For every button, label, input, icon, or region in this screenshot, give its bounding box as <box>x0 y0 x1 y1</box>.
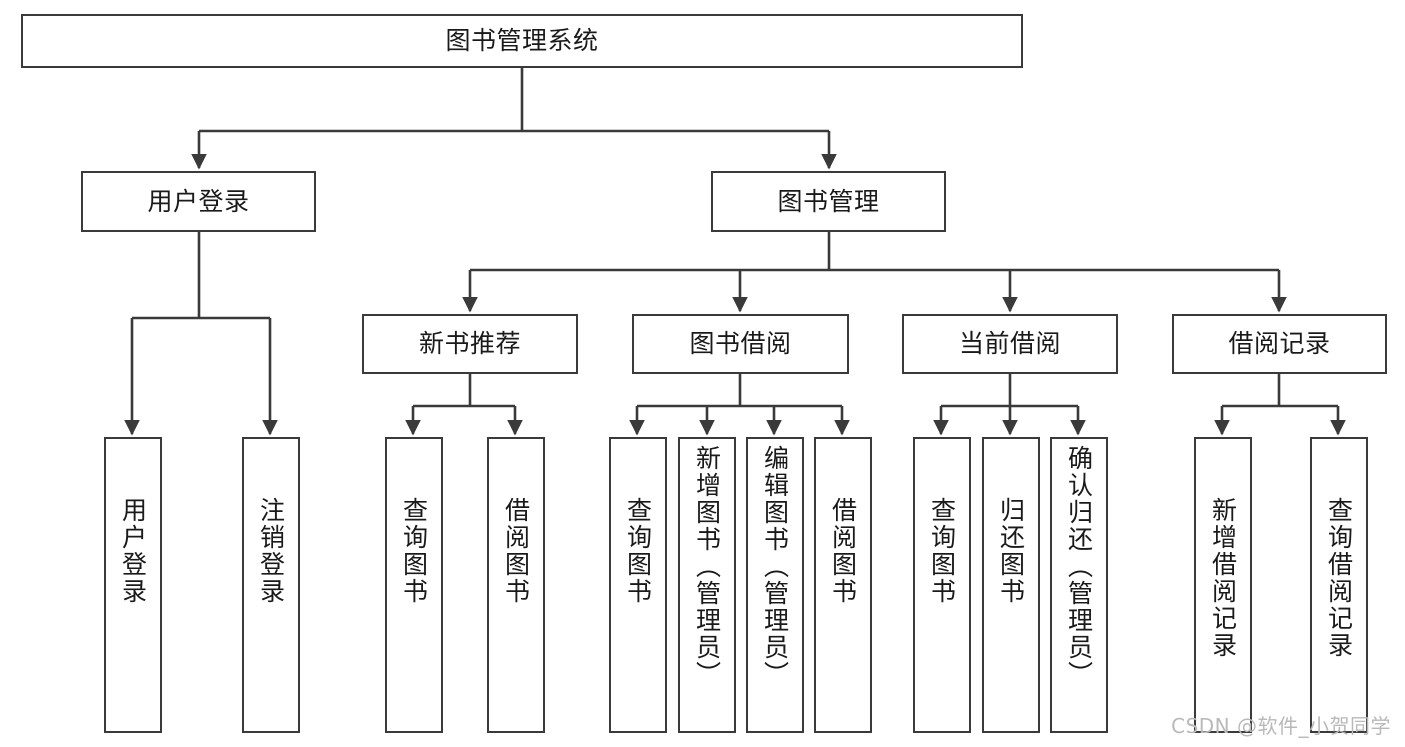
node-leaf-rec-query2[interactable]: 查询借阅记录 <box>1310 437 1368 733</box>
node-leaf-user-logout[interactable]: 注销登录 <box>242 437 300 733</box>
node-new-book-rec-label: 新书推荐 <box>418 329 521 358</box>
node-leaf-cur-query[interactable]: 查询图书 <box>913 437 971 733</box>
node-book-manage[interactable]: 图书管理 <box>711 171 946 232</box>
node-leaf-rec-add-label: 新增借阅记录 <box>1208 497 1238 659</box>
node-leaf-cur-query-label: 查询图书 <box>927 497 957 605</box>
node-leaf-rec-query2-label: 查询借阅记录 <box>1324 497 1354 659</box>
node-root-label: 图书管理系统 <box>445 26 599 55</box>
node-leaf-user-login[interactable]: 用户登录 <box>104 437 162 733</box>
node-leaf-borrow-do-label: 借阅图书 <box>828 497 858 605</box>
node-book-manage-label: 图书管理 <box>777 186 880 216</box>
node-leaf-borrow-add-label: 新增图书（管理员） <box>692 445 722 688</box>
node-leaf-borrow-do[interactable]: 借阅图书 <box>814 437 872 733</box>
node-leaf-cur-confirm-label: 确认归还（管理员） <box>1064 445 1094 688</box>
node-leaf-user-login-label: 用户登录 <box>118 497 148 605</box>
node-leaf-cur-return[interactable]: 归还图书 <box>982 437 1040 733</box>
node-leaf-borrow-edit[interactable]: 编辑图书（管理员） <box>746 437 804 733</box>
node-borrow-record[interactable]: 借阅记录 <box>1172 314 1387 374</box>
node-leaf-borrow-query-label: 查询图书 <box>623 497 653 605</box>
node-leaf-rec-query-label: 查询图书 <box>399 497 429 605</box>
node-leaf-cur-return-label: 归还图书 <box>996 497 1026 605</box>
node-current-borrow[interactable]: 当前借阅 <box>902 314 1118 374</box>
node-leaf-borrow-edit-label: 编辑图书（管理员） <box>760 445 790 688</box>
node-leaf-rec-query[interactable]: 查询图书 <box>385 437 443 733</box>
node-leaf-rec-borrow-label: 借阅图书 <box>501 497 531 605</box>
node-book-borrow-label: 图书借阅 <box>689 329 792 358</box>
node-user-login[interactable]: 用户登录 <box>81 171 316 232</box>
node-leaf-user-logout-label: 注销登录 <box>256 497 286 605</box>
node-borrow-record-label: 借阅记录 <box>1228 329 1331 358</box>
node-leaf-borrow-query[interactable]: 查询图书 <box>609 437 667 733</box>
node-root[interactable]: 图书管理系统 <box>21 14 1023 68</box>
node-current-borrow-label: 当前借阅 <box>958 329 1061 358</box>
node-user-login-label: 用户登录 <box>147 186 250 216</box>
node-new-book-rec[interactable]: 新书推荐 <box>362 314 578 374</box>
node-leaf-cur-confirm[interactable]: 确认归还（管理员） <box>1050 437 1108 733</box>
node-leaf-rec-borrow[interactable]: 借阅图书 <box>487 437 545 733</box>
node-leaf-borrow-add[interactable]: 新增图书（管理员） <box>678 437 736 733</box>
node-leaf-rec-add[interactable]: 新增借阅记录 <box>1194 437 1252 733</box>
node-book-borrow[interactable]: 图书借阅 <box>632 314 849 374</box>
